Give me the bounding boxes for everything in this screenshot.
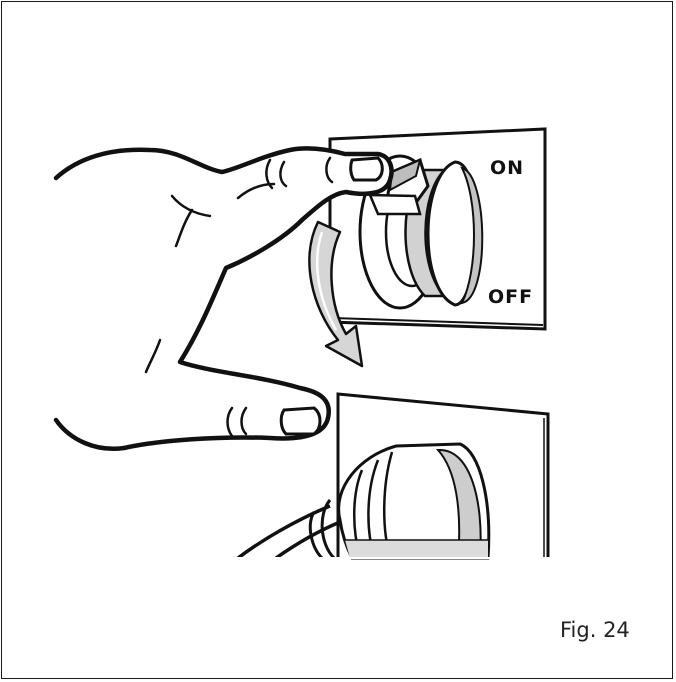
power-plug xyxy=(238,444,489,558)
switch-on-label: ON xyxy=(490,157,524,179)
figure-caption: Fig. 24 xyxy=(560,618,630,642)
switch-off-label: OFF xyxy=(488,286,533,308)
